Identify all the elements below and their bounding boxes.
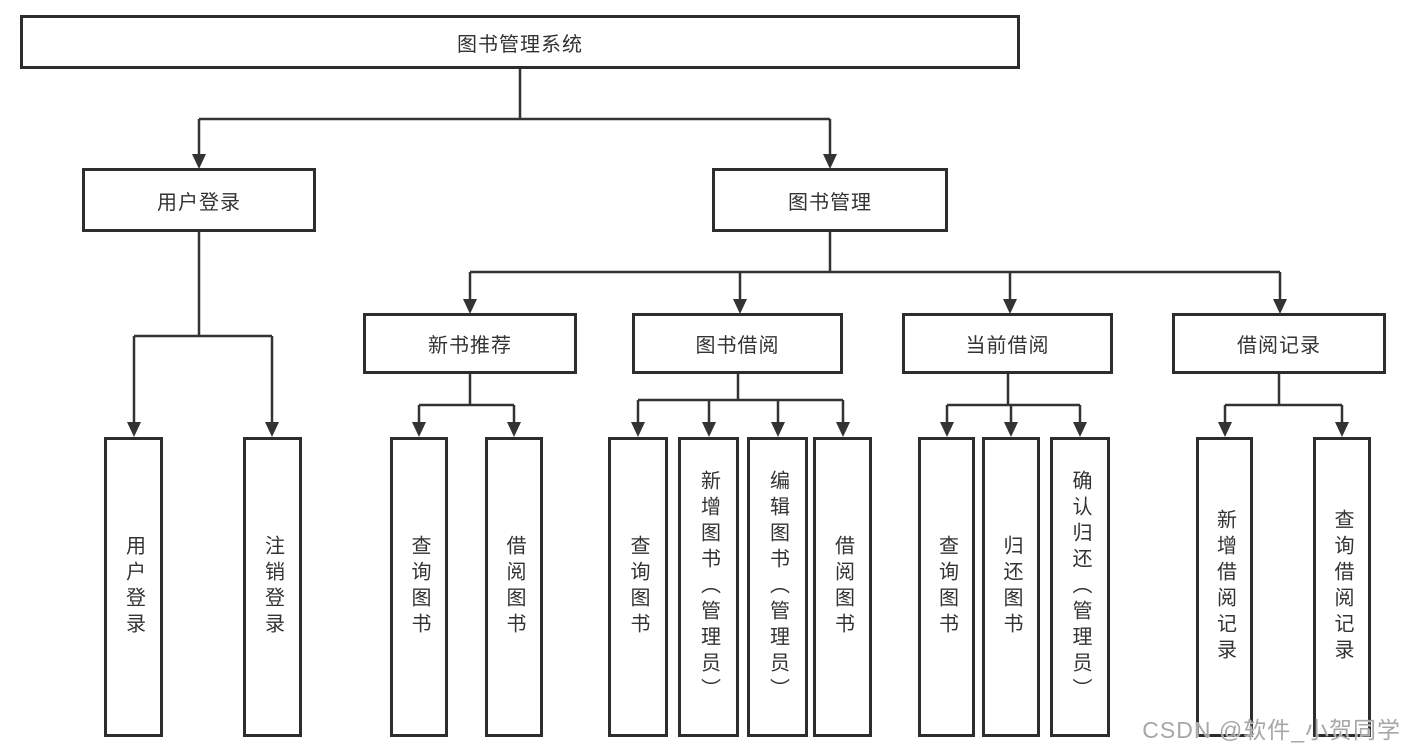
leaf-logout: 注销登录 (243, 437, 302, 737)
leaf-query-books-current: 查询图书 (918, 437, 975, 737)
node-library-management-system: 图书管理系统 (20, 15, 1020, 69)
leaf-edit-books-admin: 编辑图书（管理员） (747, 437, 808, 737)
node-label: 注销登录 (261, 535, 284, 639)
node-label: 借阅记录 (1237, 335, 1321, 357)
node-label: 借阅图书 (831, 535, 854, 639)
connector-book-borrowing-branch (631, 374, 850, 437)
connector-current-borrowing-branch (940, 374, 1087, 437)
node-current-borrowing: 当前借阅 (902, 313, 1113, 374)
csdn-watermark: CSDN @软件_小贺同学 (1142, 717, 1401, 743)
node-book-borrowing: 图书借阅 (632, 313, 843, 374)
leaf-user-login: 用户登录 (104, 437, 163, 737)
leaf-query-borrow-record: 查询借阅记录 (1313, 437, 1371, 737)
connector-root-to-level2 (192, 69, 837, 169)
connector-borrow-records-branch (1218, 374, 1349, 437)
node-label: 新书推荐 (428, 335, 512, 357)
node-label: 新增图书（管理员） (697, 470, 720, 704)
node-label: 查询图书 (935, 535, 958, 639)
leaf-query-books-recommend: 查询图书 (390, 437, 448, 737)
leaf-add-borrow-record: 新增借阅记录 (1196, 437, 1253, 737)
leaf-query-books-borrowing: 查询图书 (608, 437, 668, 737)
node-label: 新增借阅记录 (1213, 509, 1236, 665)
node-label: 借阅图书 (503, 535, 525, 639)
node-book-management: 图书管理 (712, 168, 948, 232)
leaf-confirm-return-admin: 确认归还（管理员） (1050, 437, 1110, 737)
node-label: 确认归还（管理员） (1069, 470, 1091, 704)
node-label: 图书管理 (788, 191, 872, 214)
leaf-borrow-books: 借阅图书 (813, 437, 872, 737)
node-label: 编辑图书（管理员） (766, 470, 789, 704)
node-borrowing-records: 借阅记录 (1172, 313, 1386, 374)
node-label: 图书管理系统 (457, 33, 583, 56)
node-label: 查询借阅记录 (1331, 509, 1353, 665)
node-user-login: 用户登录 (82, 168, 316, 232)
connector-book-mgmt-branch (463, 232, 1287, 314)
leaf-borrow-books-recommend: 借阅图书 (485, 437, 543, 737)
node-label: 当前借阅 (965, 335, 1050, 357)
leaf-return-books: 归还图书 (982, 437, 1040, 737)
leaf-add-books-admin: 新增图书（管理员） (678, 437, 739, 737)
node-label: 用户登录 (122, 535, 145, 639)
connector-user-login-branch (127, 232, 279, 437)
node-label: 查询图书 (627, 535, 649, 639)
node-label: 查询图书 (408, 535, 430, 639)
node-label: 归还图书 (1000, 535, 1022, 639)
node-label: 用户登录 (157, 191, 241, 214)
node-new-book-recommend: 新书推荐 (363, 313, 577, 374)
connector-new-book-branch (412, 374, 521, 437)
node-label: 图书借阅 (695, 335, 780, 357)
